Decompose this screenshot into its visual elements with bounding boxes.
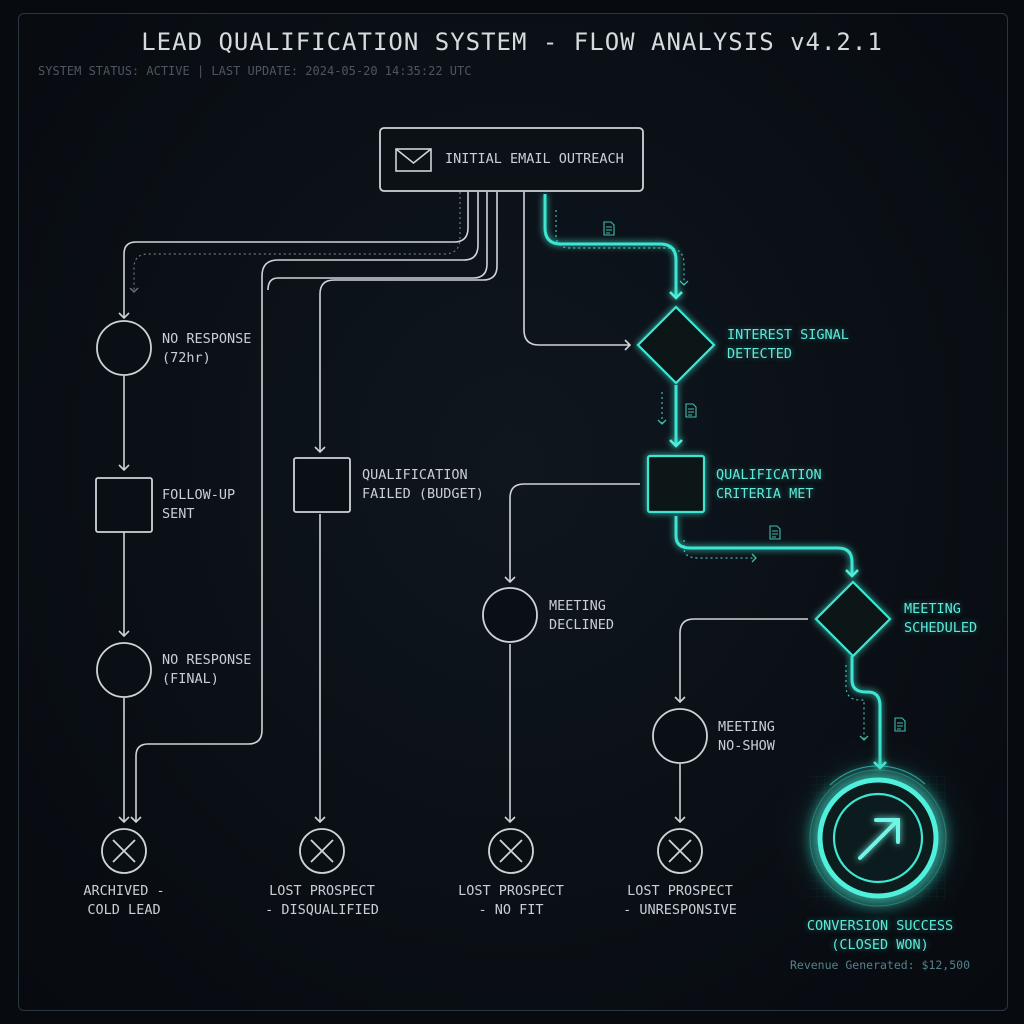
no-response-72hr-node[interactable]	[96, 320, 152, 376]
start-node[interactable]	[379, 127, 644, 192]
revenue-generated: Revenue Generated: $12,500	[789, 958, 970, 972]
archived-cold-lead-label: ARCHIVED - COLD LEAD	[83, 883, 165, 918]
document-icon	[894, 717, 906, 732]
edge-qual-met-to-meeting-scheduled	[674, 516, 859, 578]
lost-no-fit-label: LOST PROSPECT - NO FIT	[458, 883, 564, 918]
arrow-up-right-icon	[858, 818, 900, 860]
meeting-no-show-label: MEETING NO-SHOW	[718, 719, 775, 754]
document-icon	[685, 403, 697, 418]
no-response-72hr-label: NO RESPONSE (72hr)	[162, 331, 252, 366]
meeting-no-show-node[interactable]	[652, 708, 708, 764]
no-response-final-label: NO RESPONSE (FINAL)	[162, 652, 252, 687]
x-circle-icon	[657, 828, 703, 874]
interest-signal-label: INTEREST SIGNAL DETECTED	[727, 327, 849, 362]
qualification-met-node[interactable]	[646, 454, 706, 514]
edge-start-to-disqualified	[267, 192, 488, 291]
meeting-scheduled-node[interactable]	[814, 580, 892, 658]
document-icons	[603, 221, 906, 732]
interest-signal-node[interactable]	[636, 305, 716, 385]
qualification-failed-node[interactable]	[293, 457, 351, 513]
x-circle-icon	[299, 828, 345, 874]
start-node-label: INITIAL EMAIL OUTREACH	[445, 151, 624, 167]
x-circle-icon	[488, 828, 534, 874]
edge-meeting-scheduled-to-success	[850, 656, 887, 770]
edge-start-to-interest	[523, 192, 632, 351]
follow-up-label: FOLLOW-UP SENT	[162, 487, 236, 522]
meeting-declined-node[interactable]	[482, 587, 538, 643]
qualification-met-label: QUALIFICATION CRITERIA MET	[716, 467, 822, 502]
document-icon	[769, 525, 781, 540]
follow-up-node[interactable]	[95, 477, 153, 533]
secondary-routes-teal	[555, 210, 869, 741]
edge-start-to-archived	[130, 192, 479, 824]
edge-start-to-interest-teal	[543, 194, 683, 300]
lost-disqualified-label: LOST PROSPECT - DISQUALIFIED	[265, 883, 379, 918]
edge-meeting-scheduled-to-no-show	[674, 618, 808, 704]
meeting-scheduled-label: MEETING SCHEDULED	[904, 601, 978, 636]
meeting-declined-label: MEETING DECLINED	[549, 598, 615, 633]
system-status: SYSTEM STATUS: ACTIVE | LAST UPDATE: 202…	[38, 64, 472, 78]
lost-unresponsive-label: LOST PROSPECT - UNRESPONSIVE	[623, 883, 737, 918]
document-icon	[603, 221, 615, 236]
page-title: LEAD QUALIFICATION SYSTEM - FLOW ANALYSI…	[141, 28, 883, 56]
conversion-success-node[interactable]	[768, 728, 988, 948]
envelope-icon	[395, 148, 432, 172]
success-path	[543, 194, 887, 770]
qualification-failed-label: QUALIFICATION FAILED (BUDGET)	[362, 467, 484, 502]
edge-start-to-qual-failed	[314, 192, 498, 454]
no-response-final-node[interactable]	[96, 642, 152, 698]
x-circle-icon	[101, 828, 147, 874]
edge-qual-met-to-meeting-declined	[504, 483, 640, 584]
edge-start-to-no-response	[118, 192, 469, 320]
conversion-success-label: CONVERSION SUCCESS (CLOSED WON)	[806, 918, 954, 953]
connectors	[118, 192, 808, 824]
